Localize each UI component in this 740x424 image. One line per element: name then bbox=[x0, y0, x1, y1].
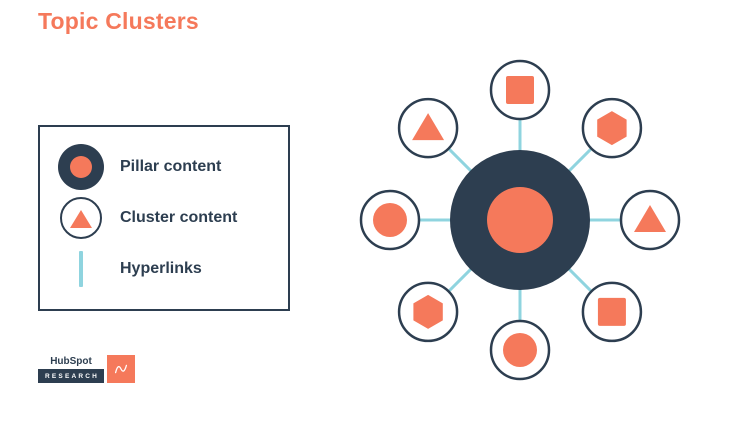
cluster-diagram bbox=[359, 59, 681, 381]
pillar-inner-dot-icon bbox=[70, 155, 92, 178]
logo-brand: HubSpot bbox=[50, 356, 92, 367]
logo-text: HubSpot RESEARCH bbox=[38, 355, 105, 383]
cluster-shape-triangle bbox=[634, 205, 666, 232]
pillar-content-icon bbox=[58, 143, 104, 190]
page-title: Topic Clusters bbox=[38, 8, 199, 34]
cluster-content-icon bbox=[60, 196, 102, 239]
cluster-shape-square bbox=[506, 76, 534, 104]
cluster-shape-triangle bbox=[412, 113, 445, 141]
legend-icon-slot bbox=[56, 143, 106, 191]
cluster-triangle-icon bbox=[70, 209, 92, 228]
pillar-node-core bbox=[487, 187, 553, 253]
legend-box: Pillar content Cluster content Hyperlink… bbox=[38, 125, 290, 311]
cluster-shape-circle bbox=[373, 203, 407, 237]
legend-item-pillar: Pillar content bbox=[56, 143, 278, 191]
cluster-shape-hexagon bbox=[597, 111, 627, 146]
cluster-shape-circle bbox=[503, 333, 537, 367]
cluster-shape-hexagon bbox=[413, 294, 443, 329]
logo-mark-icon bbox=[107, 355, 136, 383]
logo-sub: RESEARCH bbox=[38, 369, 105, 383]
legend-label-pillar: Pillar content bbox=[120, 157, 222, 175]
logo-scribble-icon bbox=[115, 364, 128, 374]
hubspot-research-logo: HubSpot RESEARCH bbox=[38, 355, 136, 383]
legend-icon-slot bbox=[56, 194, 106, 242]
hyperlink-line-icon bbox=[79, 251, 83, 288]
cluster-shape-square bbox=[597, 297, 626, 326]
legend-label-cluster: Cluster content bbox=[120, 208, 238, 226]
legend-item-hyperlinks: Hyperlinks bbox=[56, 245, 278, 293]
legend-item-cluster: Cluster content bbox=[56, 194, 278, 242]
legend-label-hyperlinks: Hyperlinks bbox=[120, 260, 202, 278]
legend-icon-slot bbox=[56, 245, 106, 293]
